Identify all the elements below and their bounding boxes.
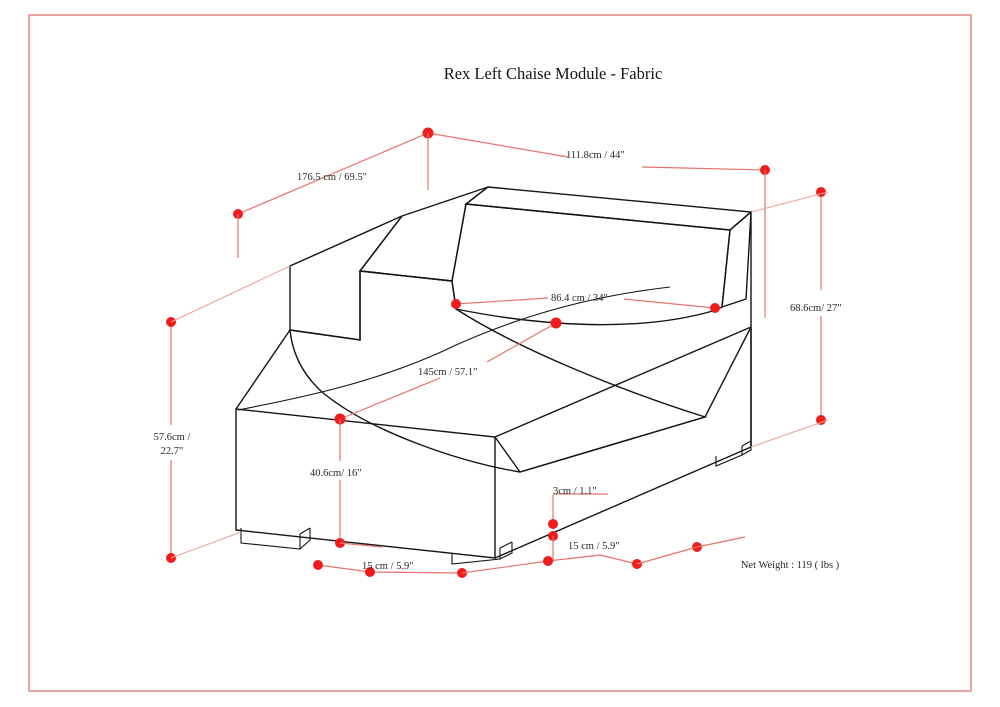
dimension-leg-height: 3cm / 1.1" bbox=[548, 486, 608, 562]
dimension-seat-depth: 145cm / 57.1" bbox=[334, 317, 562, 425]
dimension-leg-inset-right: 15 cm / 5.9" bbox=[543, 536, 746, 569]
dim-endpoint-dot bbox=[543, 556, 553, 566]
foot-front-center-top bbox=[499, 541, 513, 549]
dim-label-leg-inset-right: 15 cm / 5.9" bbox=[568, 541, 620, 552]
dim-endpoint-dot bbox=[548, 519, 558, 529]
foot-left-top bbox=[299, 527, 311, 535]
base-front-bottom-edge bbox=[494, 446, 752, 559]
foot-left-front bbox=[240, 528, 301, 550]
base-top-mid-edge bbox=[494, 436, 521, 473]
foot-front-center-side bbox=[499, 542, 513, 560]
dim-label-arm-height-inches: 22.7" bbox=[161, 446, 184, 457]
foot-front-center bbox=[451, 548, 501, 565]
base-seat-front-edge bbox=[519, 416, 706, 473]
base-front-top-edge bbox=[494, 326, 752, 438]
dimension-seat-height: 40.6cm/ 16" bbox=[310, 419, 383, 548]
armrest-top-face bbox=[358, 186, 489, 282]
seat-top-surface bbox=[289, 270, 708, 473]
dimension-arm-height: 57.6cm / 22.7" bbox=[154, 265, 291, 563]
base-top-left-edge bbox=[235, 329, 291, 410]
dim-endpoint-dot bbox=[550, 317, 562, 329]
dim-label-arm-height: 57.6cm / bbox=[154, 432, 191, 443]
dim-label-overall-height: 68.6cm/ 27" bbox=[790, 303, 842, 314]
dim-endpoint-dot bbox=[365, 567, 375, 577]
sheet-border bbox=[28, 14, 972, 692]
dimension-back-width: 86.4 cm / 34" bbox=[451, 293, 720, 313]
foot-right-top bbox=[741, 440, 752, 447]
foot-right bbox=[715, 446, 743, 467]
base-right-upper-edge bbox=[704, 326, 752, 418]
page-title: Rex Left Chaise Module - Fabric bbox=[444, 64, 663, 83]
dim-label-seat-height: 40.6cm/ 16" bbox=[310, 468, 362, 479]
foot-left-side bbox=[299, 528, 311, 550]
dim-label-overall-width: 111.8cm / 44" bbox=[566, 150, 625, 161]
net-weight-label: Net Weight : 119 ( lbs ) bbox=[741, 560, 840, 571]
dimension-leg-inset-left: 15 cm / 5.9" bbox=[313, 560, 549, 578]
dimension-overall-depth: 176.5 cm / 69.5" bbox=[233, 132, 429, 258]
dim-label-leg-height: 3cm / 1.1" bbox=[553, 486, 597, 497]
dim-endpoint-dot bbox=[816, 187, 826, 197]
seat-curve-guide bbox=[237, 286, 671, 411]
dim-endpoint-dot bbox=[451, 299, 461, 309]
dim-label-leg-inset-left: 15 cm / 5.9" bbox=[362, 561, 414, 572]
dim-label-overall-depth: 176.5 cm / 69.5" bbox=[297, 172, 367, 183]
armrest-outer-face bbox=[289, 215, 403, 341]
sofa-illustration bbox=[235, 186, 753, 565]
dim-endpoint-dot bbox=[816, 415, 826, 425]
dim-endpoint-dot bbox=[710, 303, 720, 313]
dimension-overall-width: 111.8cm / 44" bbox=[422, 127, 770, 318]
dim-endpoint-dot bbox=[313, 560, 323, 570]
dim-label-seat-depth: 145cm / 57.1" bbox=[418, 367, 477, 378]
base-left-face bbox=[235, 408, 496, 559]
dimension-overall-height: 68.6cm/ 27" bbox=[750, 187, 842, 448]
backrest-right-end bbox=[721, 210, 752, 309]
foot-right-side bbox=[741, 441, 752, 456]
backrest-front-face bbox=[451, 203, 731, 326]
dim-label-back-width: 86.4 cm / 34" bbox=[551, 293, 608, 304]
